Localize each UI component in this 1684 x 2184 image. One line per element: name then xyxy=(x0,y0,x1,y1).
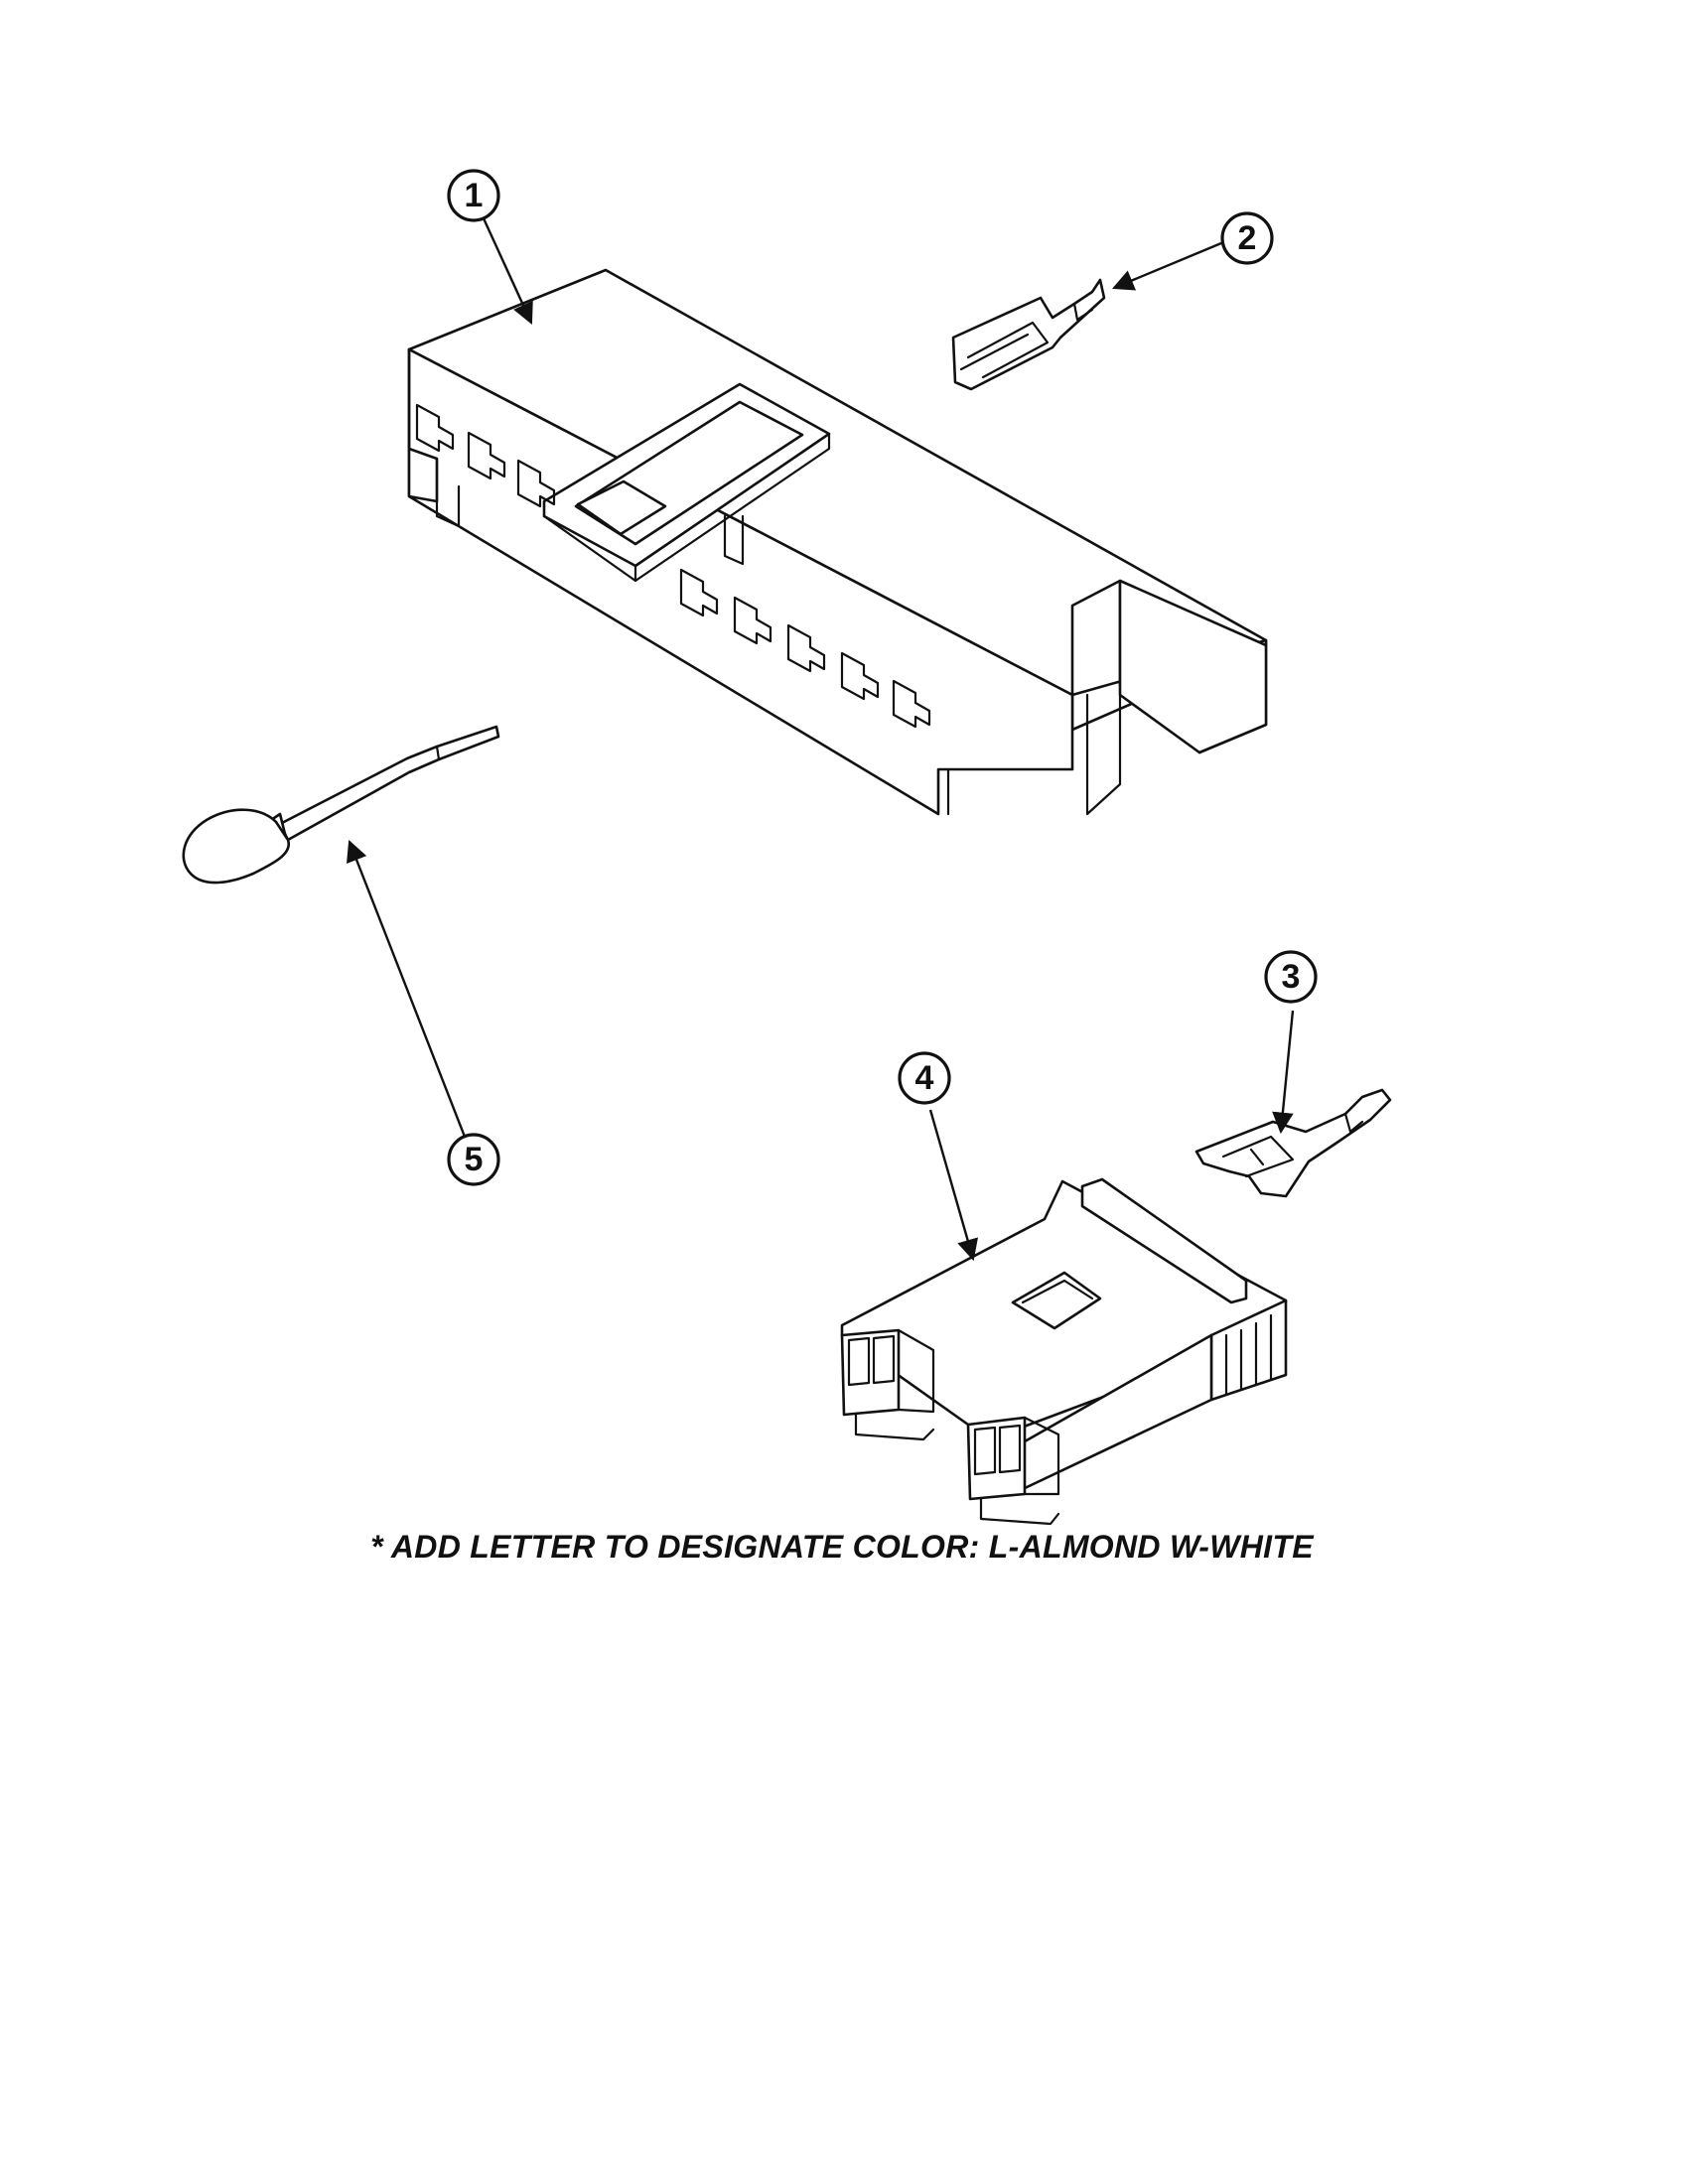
wire-lead-part xyxy=(182,725,500,885)
callout-number: 2 xyxy=(1238,219,1257,257)
terminal-cavities-left xyxy=(415,403,556,508)
callout-2: 2 xyxy=(1220,211,1274,265)
leader-line-3 xyxy=(1272,1010,1295,1135)
terminal-part-upper xyxy=(951,278,1106,391)
terminal-part-lower xyxy=(1194,1088,1392,1198)
leader-line-5 xyxy=(347,839,467,1138)
leader-lines xyxy=(347,217,1295,1262)
terminal-cavities-right xyxy=(679,568,931,729)
callout-number: 1 xyxy=(465,177,484,214)
color-designation-note: * ADD LETTER TO DESIGNATE COLOR: L-ALMON… xyxy=(370,1529,1314,1565)
callout-number: 3 xyxy=(1282,958,1301,996)
callout-5: 5 xyxy=(447,1133,500,1186)
callout-number: 5 xyxy=(465,1141,484,1178)
leader-line-1 xyxy=(482,217,533,325)
callout-number: 4 xyxy=(915,1059,934,1097)
connector-housing-part xyxy=(840,1177,1288,1526)
callout-4: 4 xyxy=(898,1051,951,1105)
leader-line-4 xyxy=(928,1109,979,1262)
leader-line-2 xyxy=(1112,241,1222,291)
terminal-block-housing-part xyxy=(407,268,1268,816)
callout-3: 3 xyxy=(1264,950,1318,1004)
callout-1: 1 xyxy=(447,169,500,222)
